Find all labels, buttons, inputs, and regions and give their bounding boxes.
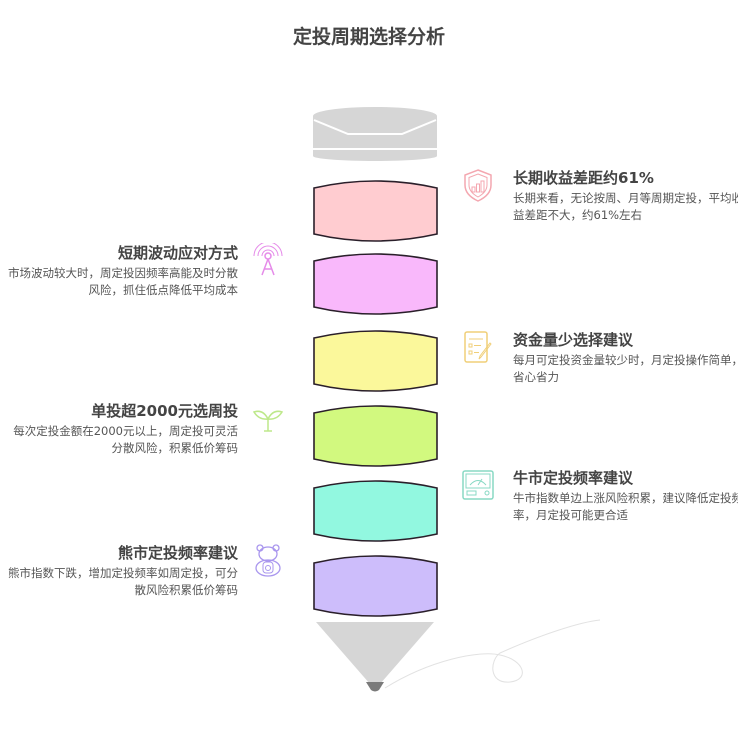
pencil-segment-6 bbox=[313, 555, 438, 617]
item-over-2000: 单投超2000元选周投 每次定投金额在2000元以上，周定投可灵活分散风险，积累… bbox=[8, 401, 238, 457]
item-short-term-volatility: 短期波动应对方式 市场波动较大时，周定投因频率高能及时分散风险，抓住低点降低平均… bbox=[8, 243, 238, 299]
scribble-line bbox=[384, 619, 601, 689]
pencil-segment-5 bbox=[313, 480, 438, 542]
item-desc: 每次定投金额在2000元以上，周定投可灵活分散风险，积累低价筹码 bbox=[13, 424, 238, 455]
pencil-segment-1 bbox=[313, 180, 438, 242]
sprout-icon bbox=[251, 401, 285, 435]
pencil-lead bbox=[366, 682, 384, 692]
item-desc: 熊市指数下跌，增加定投频率如周定投，可分散风险积累低价筹码 bbox=[8, 566, 238, 597]
pencil-segment-3 bbox=[313, 330, 438, 392]
item-desc: 长期来看，无论按周、月等周期定投，平均收益差距不大，约61%左右 bbox=[513, 191, 738, 222]
shield-chart-icon bbox=[461, 168, 495, 202]
pencil-segment-2 bbox=[313, 253, 438, 315]
item-title: 牛市定投频率建议 bbox=[513, 469, 634, 487]
pencil-eraser-cap bbox=[313, 107, 437, 161]
item-title: 短期波动应对方式 bbox=[117, 244, 238, 262]
item-bull-market: 牛市定投频率建议 牛市指数单边上涨风险积累，建议降低定投频率，月定投可能更合适 bbox=[513, 468, 738, 524]
item-title: 单投超2000元选周投 bbox=[91, 402, 238, 420]
pencil-tip-cone bbox=[316, 622, 434, 684]
bear-icon bbox=[251, 543, 285, 577]
item-bear-market: 熊市定投频率建议 熊市指数下跌，增加定投频率如周定投，可分散风险积累低价筹码 bbox=[8, 543, 238, 599]
page-title: 定投周期选择分析 bbox=[292, 26, 445, 48]
gauge-meter-icon bbox=[461, 468, 495, 502]
item-desc: 每月可定投资金量较少时，月定投操作简单，省心省力 bbox=[513, 353, 738, 384]
item-desc: 牛市指数单边上涨风险积累，建议降低定投频率，月定投可能更合适 bbox=[513, 491, 738, 522]
pencil-segment-4 bbox=[313, 405, 438, 467]
item-title: 资金量少选择建议 bbox=[513, 331, 634, 349]
broadcast-tower-icon bbox=[251, 241, 285, 277]
item-long-term-return: 长期收益差距约61% 长期来看，无论按周、月等周期定投，平均收益差距不大，约61… bbox=[513, 168, 738, 224]
checklist-pen-icon bbox=[461, 330, 495, 364]
item-title: 熊市定投频率建议 bbox=[117, 544, 238, 562]
item-desc: 市场波动较大时，周定投因频率高能及时分散风险，抓住低点降低平均成本 bbox=[8, 266, 238, 297]
item-small-fund: 资金量少选择建议 每月可定投资金量较少时，月定投操作简单，省心省力 bbox=[513, 330, 738, 386]
item-title: 长期收益差距约61% bbox=[513, 169, 654, 187]
